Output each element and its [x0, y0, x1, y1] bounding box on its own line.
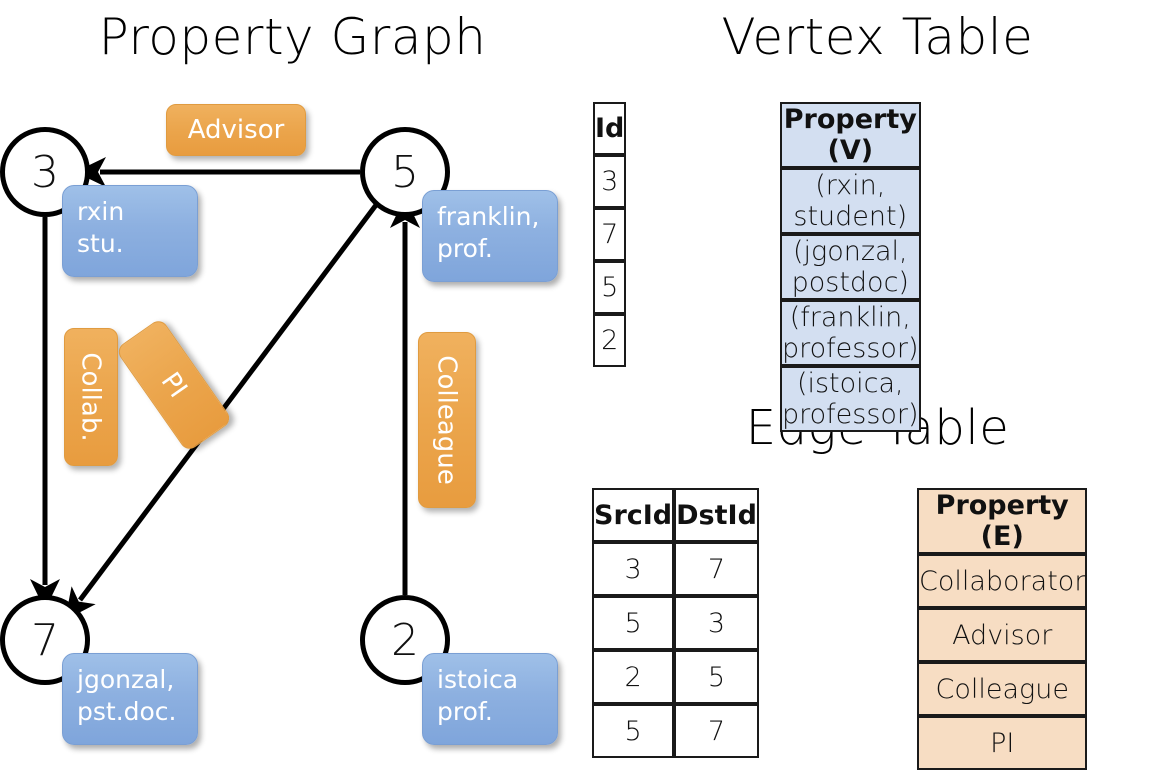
- edge-label-text: PI: [155, 366, 193, 404]
- page-title-vertex-table: Vertex Table: [721, 8, 1034, 66]
- cell-srcid: 3: [592, 542, 675, 596]
- node-label: 5: [391, 146, 419, 198]
- vertex-table-property-column: Property (V) (rxin, student) (jgonzal, p…: [780, 102, 921, 432]
- node-property-box-7: jgonzal, pst.doc.: [62, 653, 198, 745]
- property-line: jgonzal,: [77, 665, 175, 694]
- cell-property: (rxin, student): [780, 168, 921, 234]
- edge-label-text: Advisor: [187, 115, 285, 145]
- edge-label-colleague: Colleague: [418, 332, 476, 508]
- table-row: (istoica, professor): [780, 366, 921, 432]
- cell-dstid: 5: [674, 650, 759, 704]
- table-row: 3 7: [592, 542, 759, 596]
- property-line: prof.: [437, 697, 493, 726]
- property-line: pst.doc.: [77, 697, 177, 726]
- cell-id: 2: [593, 314, 627, 367]
- edge-table-property-column: Property (E) Collaborator Advisor Collea…: [917, 488, 1088, 770]
- cell-srcid: 5: [592, 704, 675, 758]
- node-property-box-3: rxin stu.: [62, 185, 198, 277]
- property-line: prof.: [437, 234, 493, 263]
- table-header-row: Id: [593, 102, 627, 155]
- table-row: 5 7: [592, 704, 759, 758]
- edge-line-5-to-7: [65, 203, 379, 621]
- edge-label-text: Colleague: [432, 355, 463, 485]
- column-header-srcid: SrcId: [592, 488, 675, 542]
- cell-property: Collaborator: [917, 554, 1088, 608]
- node-label: 3: [31, 146, 59, 198]
- graph-edge-lines: [30, 157, 420, 621]
- column-header-dstid: DstId: [674, 488, 759, 542]
- node-property-box-2: istoica prof.: [422, 653, 558, 745]
- cell-property: Colleague: [917, 662, 1088, 716]
- node-label: 2: [391, 614, 419, 666]
- cell-id: 3: [593, 155, 627, 208]
- property-graph-diagram: 3 5 7 2 rxin stu. franklin, prof. jgonza…: [0, 0, 585, 760]
- edge-label-advisor: Advisor: [166, 104, 306, 156]
- page-title-property-graph: Property Graph: [98, 8, 487, 66]
- table-header-row: Property (E): [917, 488, 1088, 554]
- column-header-property-e: Property (E): [917, 488, 1088, 554]
- table-header-row: SrcId DstId: [592, 488, 759, 542]
- cell-dstid: 7: [674, 542, 759, 596]
- cell-property: Advisor: [917, 608, 1088, 662]
- edge-label-collab: Collab.: [64, 328, 118, 466]
- cell-id: 7: [593, 208, 627, 261]
- node-label: 7: [31, 614, 59, 666]
- cell-id: 5: [593, 261, 627, 314]
- column-header-id: Id: [593, 102, 627, 155]
- cell-dstid: 7: [674, 704, 759, 758]
- edge-table-id-columns: SrcId DstId 3 7 5 3 2 5 5 7: [592, 488, 759, 758]
- table-row: Colleague: [917, 662, 1088, 716]
- table-row: Advisor: [917, 608, 1088, 662]
- table-row: (franklin, professor): [780, 300, 921, 366]
- table-row: 7: [593, 208, 627, 261]
- table-row: PI: [917, 716, 1088, 770]
- cell-dstid: 3: [674, 596, 759, 650]
- table-row: Collaborator: [917, 554, 1088, 608]
- edge-label-text: Collab.: [76, 352, 106, 442]
- vertex-table-id-column: Id 3 7 5 2: [593, 102, 627, 367]
- table-row: 2 5: [592, 650, 759, 704]
- property-line: istoica: [437, 665, 519, 694]
- column-header-property-v: Property (V): [780, 102, 921, 168]
- cell-property: (franklin, professor): [780, 300, 921, 366]
- property-line: franklin,: [437, 202, 540, 231]
- cell-srcid: 2: [592, 650, 675, 704]
- property-line: stu.: [77, 229, 124, 258]
- table-header-row: Property (V): [780, 102, 921, 168]
- property-line: rxin: [77, 197, 125, 226]
- table-row: 5 3: [592, 596, 759, 650]
- cell-property: (jgonzal, postdoc): [780, 234, 921, 300]
- table-row: (rxin, student): [780, 168, 921, 234]
- table-row: (jgonzal, postdoc): [780, 234, 921, 300]
- cell-srcid: 5: [592, 596, 675, 650]
- cell-property: PI: [917, 716, 1088, 770]
- table-row: 3: [593, 155, 627, 208]
- node-property-box-5: franklin, prof.: [422, 190, 558, 282]
- table-row: 2: [593, 314, 627, 367]
- table-row: 5: [593, 261, 627, 314]
- cell-property: (istoica, professor): [780, 366, 921, 432]
